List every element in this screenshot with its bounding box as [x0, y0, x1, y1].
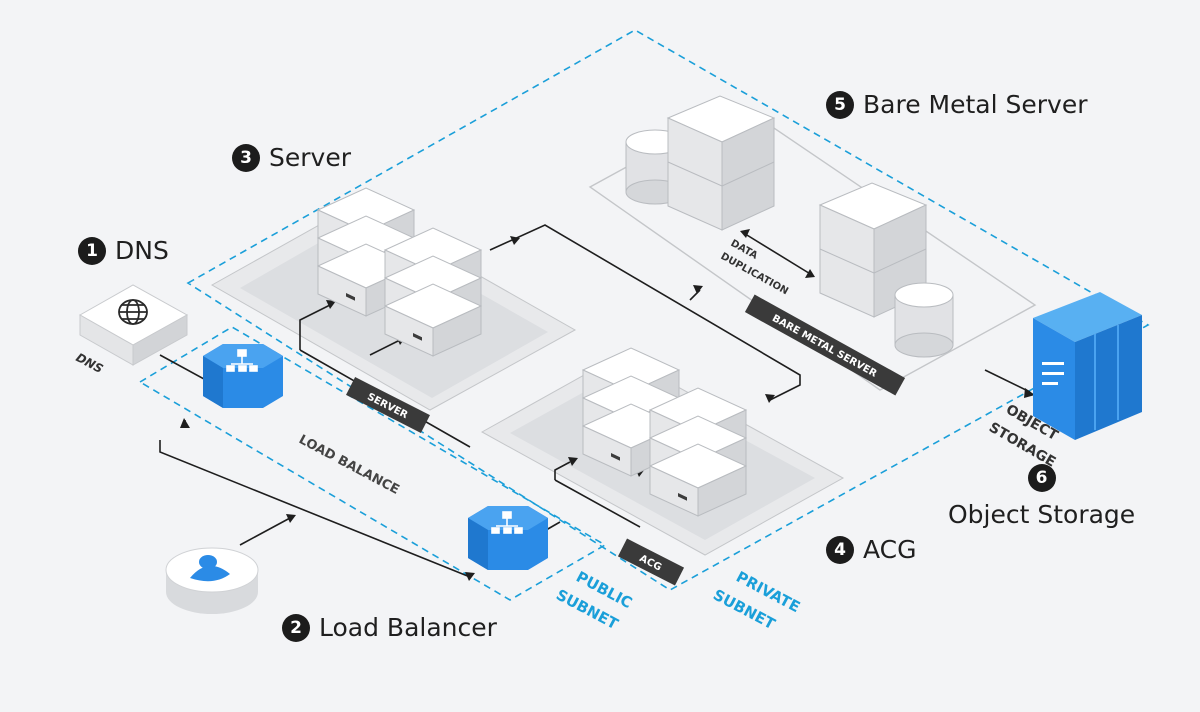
callout-number: 6	[1027, 464, 1056, 492]
network-hub-icon	[491, 511, 523, 534]
load-balance-label: LOAD BALANCE	[296, 432, 402, 498]
user-icon	[190, 555, 230, 582]
globe-icon	[118, 299, 148, 325]
dns-label: DNS	[74, 350, 106, 376]
callout-number: 4	[826, 535, 854, 564]
bare-metal-server-2[interactable]	[818, 182, 928, 318]
private-subnet-boundary	[186, 29, 1150, 591]
callout-load-balancer: 2 Load Balancer	[282, 613, 497, 642]
callout-bare-metal-server: 5 Bare Metal Server	[826, 90, 1087, 119]
callout-text: Object Storage	[948, 500, 1136, 529]
callout-dns: 1 DNS	[78, 236, 169, 265]
callout-text: Bare Metal Server	[863, 90, 1088, 119]
public-subnet-boundary	[138, 326, 607, 601]
object-storage-device[interactable]	[1033, 292, 1142, 440]
svg-text:BARE METAL SERVER: BARE METAL SERVER	[770, 313, 879, 380]
callout-text: Load Balancer	[319, 613, 497, 642]
callout-text: DNS	[115, 236, 169, 265]
bare-metal-server-1[interactable]	[666, 95, 776, 231]
document-icon	[1042, 362, 1064, 385]
network-hub-icon	[226, 349, 258, 372]
callout-number: 3	[232, 143, 260, 172]
server-rack-2[interactable]	[384, 227, 482, 357]
callout-object-storage: 6 Object Storage	[948, 464, 1135, 529]
callout-number: 1	[78, 236, 106, 265]
acg-tag: ACG	[617, 538, 685, 586]
user-device[interactable]	[165, 547, 259, 614]
callout-number: 2	[282, 613, 310, 642]
dns-device[interactable]	[78, 284, 189, 366]
callout-text: ACG	[863, 535, 917, 564]
load-balancer-device-top[interactable]	[203, 344, 283, 408]
callout-text: Server	[269, 143, 351, 172]
acg-server-rack-2[interactable]	[649, 387, 747, 517]
callout-acg: 4 ACG	[826, 535, 917, 564]
database-cylinder-bottom	[894, 282, 954, 358]
callout-server: 3 Server	[232, 143, 351, 172]
callout-number: 5	[826, 90, 854, 119]
load-balancer-device-bottom[interactable]	[468, 506, 548, 570]
